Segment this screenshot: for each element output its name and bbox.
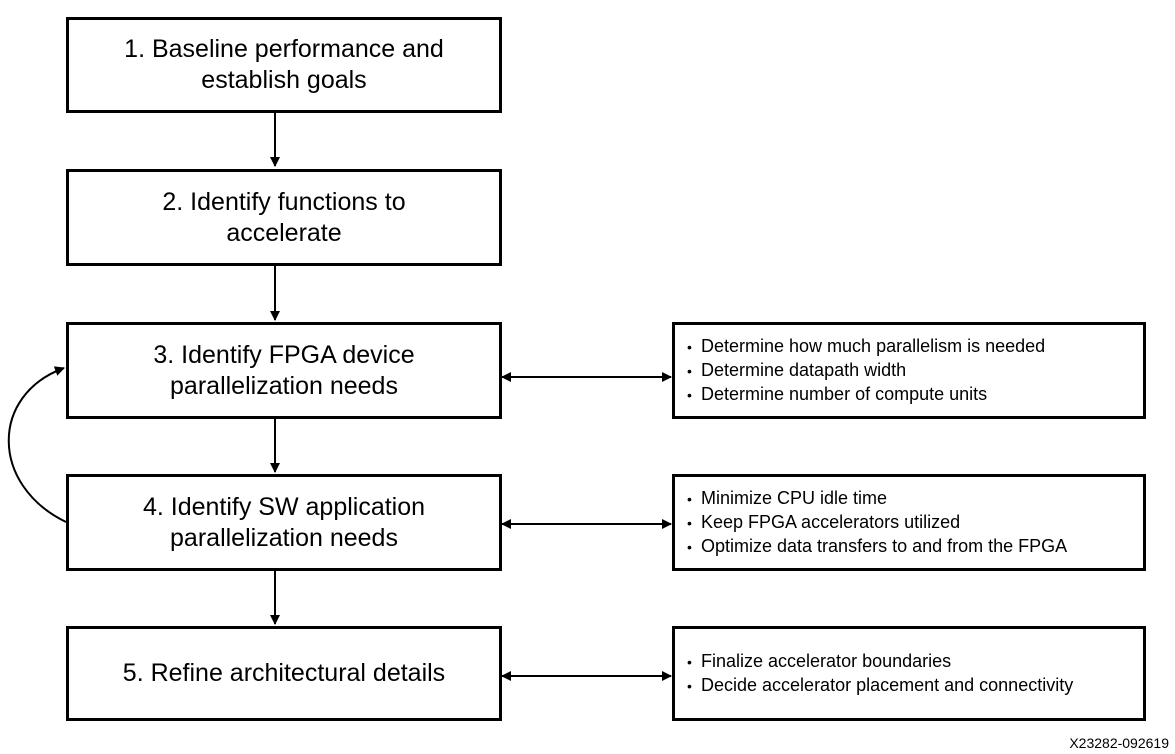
note-item: • Finalize accelerator boundaries: [687, 650, 1131, 674]
step-4-label: 4. Identify SW application parallelizati…: [142, 492, 426, 552]
note-text: Finalize accelerator boundaries: [701, 650, 952, 671]
bullet-icon: •: [687, 538, 692, 555]
figure-id: X23282-092619: [1069, 735, 1169, 751]
note-item: • Decide accelerator placement and connec…: [687, 674, 1131, 698]
step-2-label: 2. Identify functions to accelerate: [162, 187, 406, 247]
note-text: Minimize CPU idle time: [701, 487, 888, 508]
note-item: • Optimize data transfers to and from the…: [687, 535, 1131, 559]
note-text: Determine number of compute units: [701, 383, 988, 404]
step-1-box: 1. Baseline performance and establish go…: [66, 17, 502, 113]
bullet-icon: •: [687, 362, 692, 379]
note-item: • Determine number of compute units: [687, 383, 1131, 407]
step-5-box: 5. Refine architectural details: [66, 626, 502, 721]
bullet-icon: •: [687, 338, 692, 355]
bullet-icon: •: [687, 386, 692, 403]
step-4-notes-box: • Minimize CPU idle time • Keep FPGA accel…: [672, 474, 1146, 571]
note-item: • Keep FPGA accelerators utilized: [687, 511, 1131, 535]
note-text: Keep FPGA accelerators utilized: [701, 511, 961, 532]
note-item: • Determine datapath width: [687, 359, 1131, 383]
step-5-notes-box: • Finalize accelerator boundaries • Decide…: [672, 626, 1146, 721]
note-item: • Minimize CPU idle time: [687, 487, 1131, 511]
step-5-label: 5. Refine architectural details: [122, 659, 446, 687]
note-text: Decide accelerator placement and connect…: [701, 674, 1074, 695]
note-text: Determine how much parallelism is needed: [701, 335, 1046, 356]
step-3-label: 3. Identify FPGA device parallelization …: [153, 340, 415, 400]
step-3-box: 3. Identify FPGA device parallelization …: [66, 322, 502, 419]
feedback-arrow-step4-to-step3: [7, 366, 67, 523]
step-4-box: 4. Identify SW application parallelizati…: [66, 474, 502, 571]
bullet-icon: •: [687, 490, 692, 507]
note-text: Optimize data transfers to and from the …: [701, 535, 1068, 556]
step-3-notes-box: • Determine how much parallelism is neede…: [672, 322, 1146, 419]
note-item: • Determine how much parallelism is neede…: [687, 335, 1131, 359]
note-text: Determine datapath width: [701, 359, 907, 380]
bullet-icon: •: [687, 653, 692, 670]
bullet-icon: •: [687, 514, 692, 531]
step-1-label: 1. Baseline performance and establish go…: [124, 35, 444, 94]
step-2-box: 2. Identify functions to accelerate: [66, 169, 502, 266]
bullet-icon: •: [687, 677, 692, 694]
